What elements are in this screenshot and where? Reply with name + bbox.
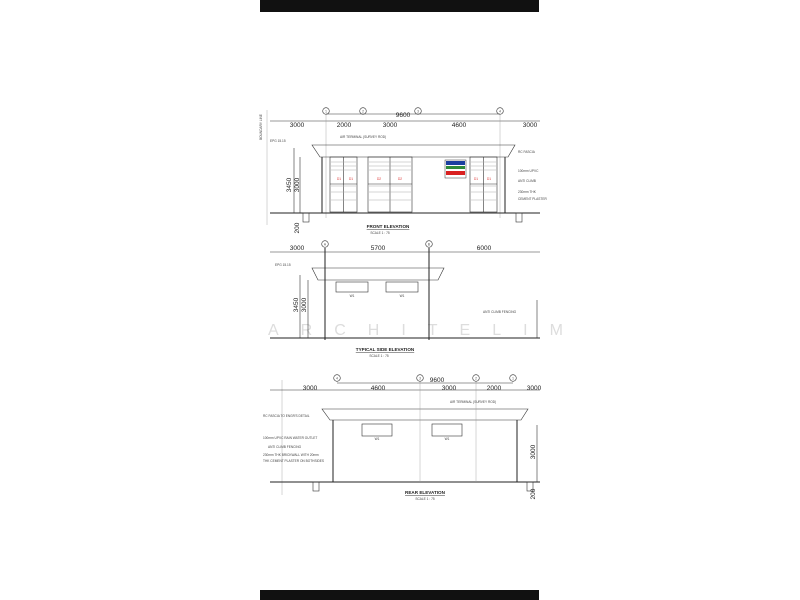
dimension-label: 3000 [442, 385, 457, 392]
dimension-label: 3000 [290, 122, 305, 129]
door-tag: D2 [398, 177, 402, 181]
dimension-label: 4600 [452, 122, 467, 129]
louvre-doors: D1 D1 D2 D2 D1 D1 [329, 156, 498, 213]
grid-bubbles: 1 2 3 4 [322, 107, 504, 115]
window [361, 423, 393, 437]
overall-dimension: 9600 [430, 377, 445, 384]
drawing-title: TYPICAL SIDE ELEVATION [356, 347, 415, 352]
roof-fascia [311, 267, 445, 281]
note: AIR TERMINAL (SURVEY ROD) [340, 135, 386, 139]
door-tag: D1 [487, 177, 491, 181]
window-tag: W1 [350, 294, 355, 298]
grid-label: B [428, 242, 430, 246]
note: AIR TERMINAL (SURVEY ROD) [450, 400, 496, 404]
note: RC FASCIA [518, 150, 536, 154]
dimension-label: 4600 [371, 385, 386, 392]
door-tag: D1 [474, 177, 478, 181]
grid-label: 4 [499, 109, 501, 113]
bottom-black-bar [260, 590, 539, 600]
grid-label: 3 [419, 376, 421, 380]
drawing-scale: SCALE 1 : 75 [370, 231, 390, 235]
window-tag: W1 [375, 437, 380, 441]
dimension-label: 5700 [371, 245, 386, 252]
grid-label: 1 [512, 376, 514, 380]
grid-label: 2 [362, 109, 364, 113]
note: CEMENT PLASTER [518, 197, 548, 201]
height-dimension: 3450 [293, 297, 300, 312]
height-dimension: 200 [294, 222, 301, 233]
sign-stripe [446, 161, 465, 165]
side-elevation: A B 3000 5700 6000 W1 W1 ANTI CLIMB FENC… [270, 240, 540, 358]
window [431, 423, 463, 437]
drawing-scale: SCALE 1 : 75 [415, 497, 435, 501]
window-tag: W1 [445, 437, 450, 441]
window [335, 281, 369, 293]
note: 100mm UPVC [518, 169, 539, 173]
height-dimension: 3450 [286, 177, 293, 192]
drawing-title: REAR ELEVATION [405, 490, 446, 495]
note: THK CEMENT PLASTER ON BOTHSIDES [263, 459, 324, 463]
window [385, 281, 419, 293]
dimension-label: 3000 [290, 245, 305, 252]
note: RC FASCIA TO ENGR'S DETAIL [263, 414, 310, 418]
grid-label: A [324, 242, 327, 246]
level-note: EPG 15.15 [275, 263, 291, 267]
front-elevation: 1 2 3 4 9600 3000 2000 3000 4600 3000 AI… [259, 107, 548, 235]
window-tag: W1 [400, 294, 405, 298]
dimension-label: 3000 [527, 385, 542, 392]
top-black-bar [260, 0, 539, 12]
height-dimension: 3000 [530, 444, 537, 459]
door-tag: D2 [377, 177, 381, 181]
dimension-label: 6000 [477, 245, 492, 252]
roof-fascia [321, 408, 529, 421]
drawing-scale: SCALE 1 : 75 [369, 354, 389, 358]
roof-fascia [311, 144, 516, 158]
door-tag: D1 [337, 177, 341, 181]
grid-label: 3 [417, 109, 419, 113]
dimension-label: 3000 [383, 122, 398, 129]
rear-elevation: 4 3 2 1 9600 3000 4600 3000 2000 3000 AI… [263, 374, 542, 501]
watermark: ARCHITELIM [268, 322, 585, 339]
door-tag: D1 [349, 177, 353, 181]
dimension-label: 2000 [487, 385, 502, 392]
grid-label: 4 [336, 376, 338, 380]
boundary-note: BOUNDARY LINE [259, 114, 263, 140]
dimension-label: 3000 [523, 122, 538, 129]
height-dimension: 3000 [301, 297, 308, 312]
grid-label: 1 [325, 109, 327, 113]
dimension-label: 3000 [303, 385, 318, 392]
sign-stripe [446, 171, 465, 175]
level-note: EPG 15.15 [270, 139, 286, 143]
note: 230mm THK BRICKWALL WITH 20mm [263, 453, 319, 457]
note: ANTI CLIMB [518, 179, 536, 183]
danger-sign [444, 159, 467, 179]
height-dimension: 3000 [294, 177, 301, 192]
note: ANTI CLIMB FENCING [483, 310, 517, 314]
note: 230mm THK [518, 190, 537, 194]
note: 100mm UPVC RAIN WATER OUTLET [263, 436, 317, 440]
sign-stripe [446, 166, 465, 169]
overall-dimension: 9600 [396, 112, 411, 119]
drawing-title: FRONT ELEVATION [367, 224, 410, 229]
note: ANTI CLIMB FENCING [268, 445, 302, 449]
grid-label: 2 [475, 376, 477, 380]
height-dimension: 200 [530, 488, 537, 499]
dimension-label: 2000 [337, 122, 352, 129]
